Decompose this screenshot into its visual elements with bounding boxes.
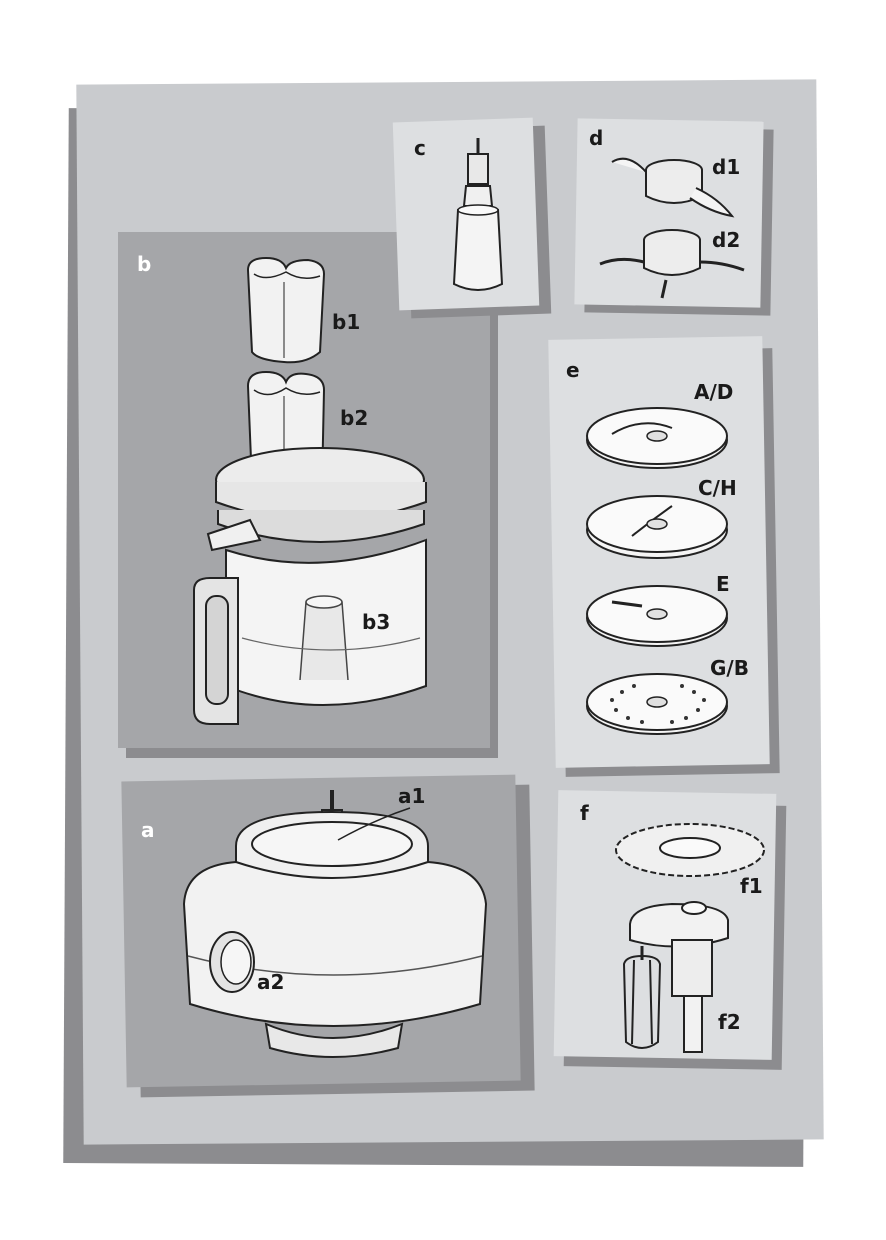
label-b2: b2	[340, 406, 369, 430]
label-f1: f1	[740, 874, 763, 898]
label-disc-e: E	[716, 572, 730, 596]
label-a1: a1	[398, 784, 426, 808]
panel-a-letter: a	[141, 818, 155, 842]
c-spindle-illustration	[452, 138, 504, 291]
panel-f-letter: f	[580, 801, 589, 825]
f1-disc-holder-illustration	[615, 823, 765, 877]
label-f2: f2	[718, 1010, 741, 1034]
label-disc-c-h: C/H	[698, 476, 737, 500]
disc-e-illustration	[586, 585, 728, 647]
b1-small-pusher-illustration	[246, 256, 326, 364]
d2-dough-blade-illustration	[599, 229, 745, 299]
disc-a-d-illustration	[586, 407, 728, 469]
a1-leader-line	[337, 807, 411, 841]
panel-b-letter: b	[137, 252, 152, 276]
label-disc-a-d: A/D	[694, 380, 734, 404]
label-disc-g-b: G/B	[710, 656, 749, 680]
panel-c-letter: c	[414, 136, 426, 160]
label-d2: d2	[712, 228, 741, 252]
label-b1: b1	[332, 310, 361, 334]
label-a2: a2	[257, 970, 285, 994]
f2-whisk-illustration	[622, 901, 729, 1053]
disc-g-b-illustration	[586, 673, 728, 735]
label-d1: d1	[712, 155, 741, 179]
a-motor-base-illustration	[182, 790, 488, 1058]
disc-c-h-illustration	[586, 495, 728, 559]
panel-e-letter: e	[566, 358, 580, 382]
d1-knife-blade-illustration	[611, 157, 735, 218]
panel-d-letter: d	[589, 126, 604, 150]
label-b3: b3	[362, 610, 391, 634]
b3-bowl-illustration	[193, 447, 427, 725]
